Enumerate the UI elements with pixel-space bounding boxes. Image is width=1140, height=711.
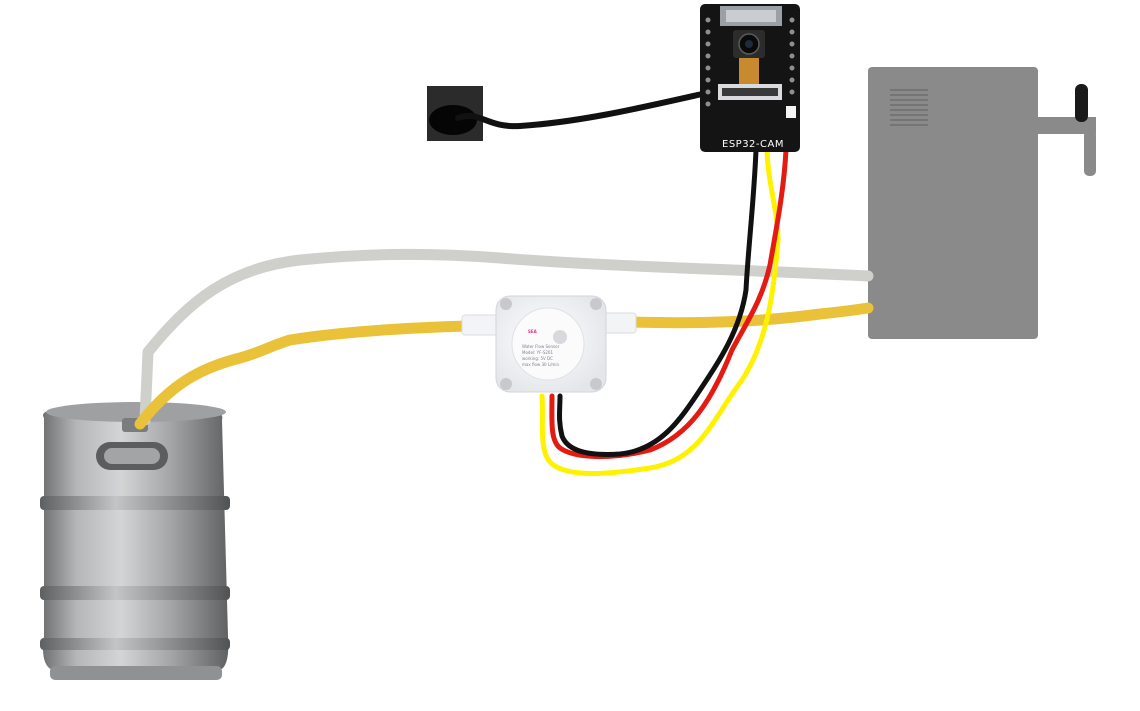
power-cable <box>458 94 702 126</box>
sensor-label-line1: Water Flow Sensor <box>522 344 560 349</box>
sensor-screw <box>500 298 512 310</box>
keg-bottom-rim <box>50 666 222 680</box>
tap-handle <box>1075 84 1088 122</box>
flash-led <box>786 106 796 118</box>
sensor-screw <box>500 378 512 390</box>
sensor-screw <box>590 378 602 390</box>
power-adapter <box>427 86 483 141</box>
esp32-cam-board: ESP32-CAM <box>700 4 800 152</box>
keg-rib <box>40 638 230 650</box>
keg-rib <box>40 496 230 510</box>
sensor-outlet <box>604 313 636 333</box>
beer-keg <box>40 402 230 680</box>
power-plug <box>429 105 477 135</box>
sensor-inlet <box>462 315 498 335</box>
sensor-label-line3: working: 5V DC <box>522 356 553 361</box>
tap-body <box>868 67 1038 339</box>
sensor-center-cap <box>553 330 567 344</box>
tap-spout <box>1084 130 1096 176</box>
sensor-label-line4: max flow 30 L/min <box>522 362 559 367</box>
water-flow-sensor: SEA Water Flow Sensor Model: YF-S201 wor… <box>462 296 636 392</box>
sensor-logo: SEA <box>528 329 538 334</box>
sensor-label-line2: Model: YF-S201 <box>522 350 553 355</box>
camera-ribbon <box>739 58 759 84</box>
board-label: ESP32-CAM <box>722 139 784 150</box>
beer-tap <box>868 67 1096 339</box>
sensor-screw <box>590 298 602 310</box>
keg-rib <box>40 586 230 600</box>
